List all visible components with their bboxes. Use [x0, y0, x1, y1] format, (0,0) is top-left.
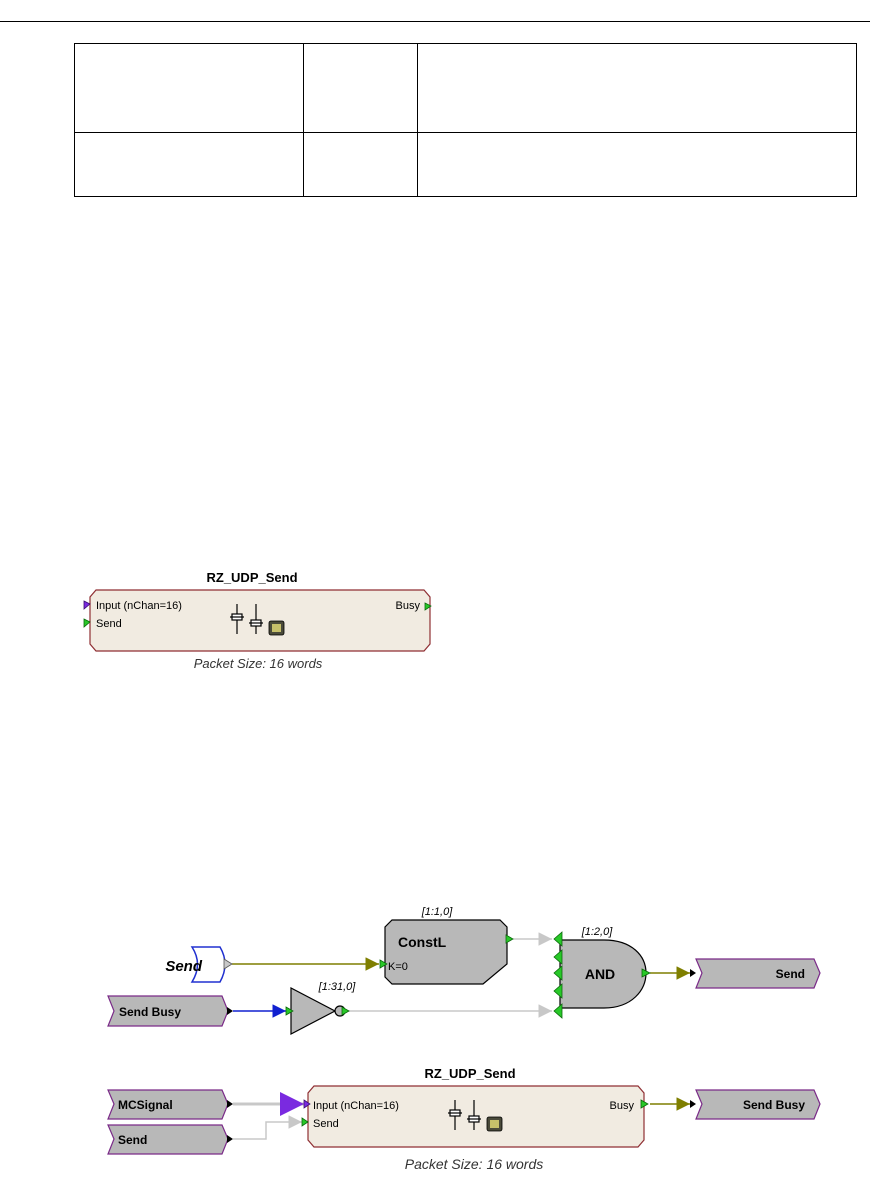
udp-send-block-standalone: RZ_UDP_Send Input (nChan=16) Send Busy P… — [83, 570, 432, 671]
udp-send-port — [301, 1117, 309, 1127]
and-output-port — [641, 968, 651, 978]
send-output-tag-shape — [695, 958, 821, 989]
and-input-port — [553, 965, 563, 981]
send-output-tag-port — [690, 969, 696, 977]
and-input-port — [553, 931, 563, 947]
udp-send-block-circuit: RZ_UDP_Send Input (nChan=16) Send Busy P… — [301, 1066, 649, 1172]
send-label: Send — [96, 618, 122, 630]
udp-title: RZ_UDP_Send — [424, 1066, 515, 1081]
send-output-tag-label: Send — [776, 967, 805, 981]
send-source-shape — [190, 946, 226, 983]
send-source: Send — [165, 946, 233, 983]
constl-param: K=0 — [388, 961, 408, 973]
send-tag-2-port — [227, 1135, 233, 1143]
table-row — [74, 132, 857, 197]
constl-input-port — [379, 959, 388, 969]
inverter-component: [1:31,0] — [285, 981, 357, 1035]
constl-body — [384, 919, 508, 985]
send-port — [83, 618, 91, 628]
export-icon-inner — [490, 1120, 499, 1128]
udp-caption: Packet Size: 16 words — [405, 1156, 544, 1172]
table-cell — [417, 132, 857, 197]
send-busy-output-tag: Send Busy — [690, 1089, 821, 1120]
send-busy-output-tag-port — [690, 1100, 696, 1108]
and-index: [1:2,0] — [581, 926, 614, 938]
constl-component: [1:1,0] ConstL K=0 — [379, 906, 514, 985]
inverter-index: [1:31,0] — [318, 981, 357, 993]
table-row — [74, 43, 857, 133]
send-source-label: Send — [165, 958, 203, 975]
and-input-port — [553, 983, 563, 999]
inverter-body — [290, 987, 337, 1035]
mcsignal-tag-shape — [107, 1089, 229, 1120]
mcsignal-tag-port — [227, 1100, 233, 1108]
send-busy-output-tag-shape — [695, 1089, 821, 1120]
multichannel-icon — [230, 604, 263, 634]
block-title: RZ_UDP_Send — [206, 570, 297, 585]
inverter-input-port — [285, 1006, 294, 1016]
send-tag-2: Send — [107, 1124, 233, 1155]
constl-output-port — [505, 934, 514, 944]
send-busy-tag-label: Send Busy — [119, 1005, 181, 1019]
block-caption: Packet Size: 16 words — [194, 656, 323, 671]
send-tag-2-shape — [107, 1124, 229, 1155]
table-cell — [417, 43, 857, 133]
and-input-port — [553, 949, 563, 965]
header-rule — [0, 21, 870, 22]
mcsignal-tag: MCSignal — [107, 1089, 233, 1120]
and-gate-component: [1:2,0] AND — [553, 926, 651, 1019]
udp-input-port — [303, 1099, 311, 1109]
constl-index: [1:1,0] — [421, 906, 454, 918]
send-busy-tag: Send Busy — [107, 995, 233, 1027]
busy-label: Busy — [396, 600, 421, 612]
wire-send-to-udp — [233, 1115, 302, 1140]
export-icon-inner — [272, 624, 281, 632]
send-busy-tag-port — [227, 1007, 233, 1015]
udp-send-label: Send — [313, 1118, 339, 1130]
multichannel-icon — [448, 1100, 481, 1130]
udp-busy-label: Busy — [610, 1100, 635, 1112]
constl-name: ConstL — [398, 934, 447, 950]
input-label: Input (nChan=16) — [96, 600, 182, 612]
send-source-port — [223, 958, 233, 970]
parameter-table — [74, 43, 857, 197]
and-name: AND — [585, 966, 615, 982]
inverter-output-port — [341, 1006, 350, 1016]
and-input-port — [553, 1003, 563, 1019]
send-output-tag: Send — [690, 958, 821, 989]
send-tag-2-label: Send — [118, 1133, 147, 1147]
input-port — [83, 600, 91, 610]
udp-busy-port — [640, 1099, 649, 1109]
udp-input-label: Input (nChan=16) — [313, 1100, 399, 1112]
mcsignal-tag-label: MCSignal — [118, 1098, 173, 1112]
busy-port — [424, 602, 432, 611]
send-busy-output-tag-label: Send Busy — [743, 1098, 805, 1112]
send-busy-tag-shape — [107, 995, 229, 1027]
circuit-diagram: Send Send Busy [1:1,0] ConstL K=0 [1:31,… — [107, 906, 821, 1172]
